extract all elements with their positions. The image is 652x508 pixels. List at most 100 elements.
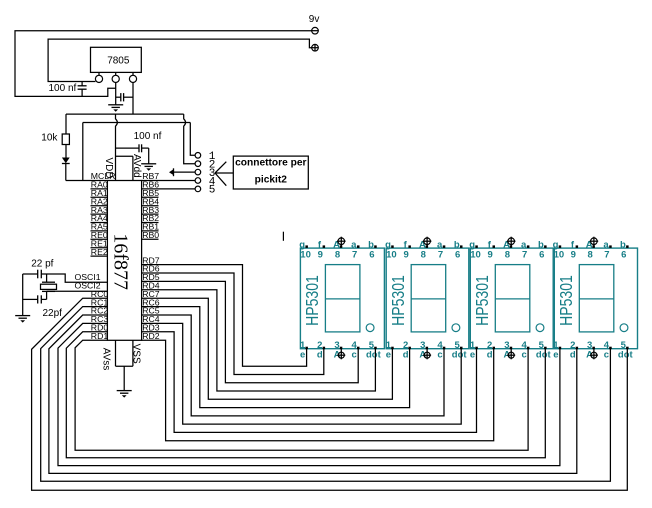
svg-text:5: 5 [209, 185, 216, 197]
svg-text:RC5: RC5 [142, 306, 160, 316]
svg-text:d: d [570, 350, 576, 361]
svg-text:A: A [333, 239, 340, 250]
svg-text:5: 5 [621, 340, 627, 351]
svg-text:HP5301: HP5301 [303, 275, 323, 326]
svg-text:g: g [553, 239, 559, 250]
svg-text:8: 8 [505, 250, 510, 261]
svg-text:9: 9 [403, 250, 408, 261]
svg-text:7: 7 [604, 250, 609, 261]
svg-text:4: 4 [437, 340, 443, 351]
svg-text:RD5: RD5 [142, 272, 160, 282]
svg-text:RD1: RD1 [91, 331, 109, 341]
svg-text:7: 7 [352, 250, 357, 261]
svg-text:c: c [437, 350, 442, 361]
svg-text:RA0: RA0 [91, 180, 108, 190]
svg-text:HP5301: HP5301 [472, 275, 492, 326]
svg-text:1: 1 [470, 340, 476, 351]
svg-text:d: d [317, 350, 323, 361]
svg-text:4: 4 [604, 340, 610, 351]
svg-text:8: 8 [335, 250, 340, 261]
svg-text:RA5: RA5 [91, 222, 108, 232]
svg-text:RD7: RD7 [142, 255, 160, 265]
svg-text:2: 2 [570, 340, 575, 351]
svg-text:1: 1 [386, 340, 392, 351]
svg-text:AVdd: AVdd [131, 154, 142, 178]
svg-text:5: 5 [455, 340, 461, 351]
svg-text:RB4: RB4 [142, 196, 159, 206]
svg-text:a: a [603, 239, 609, 250]
svg-text:6: 6 [621, 250, 626, 261]
svg-text:22pf: 22pf [43, 308, 63, 319]
svg-text:A: A [334, 350, 341, 361]
svg-text:RA3: RA3 [91, 205, 108, 215]
svg-text:5: 5 [369, 340, 375, 351]
svg-text:2: 2 [317, 340, 322, 351]
svg-text:MCLR: MCLR [91, 171, 116, 181]
svg-text:1: 1 [300, 340, 306, 351]
svg-text:b: b [620, 239, 626, 250]
svg-text:e: e [386, 350, 391, 361]
svg-text:d: d [403, 350, 409, 361]
svg-text:3: 3 [209, 168, 216, 180]
svg-text:dot: dot [618, 350, 634, 361]
svg-text:a: a [437, 239, 443, 250]
svg-text:9: 9 [318, 250, 323, 261]
svg-text:RE0: RE0 [91, 230, 108, 240]
svg-text:A: A [586, 239, 593, 250]
svg-text:RC7: RC7 [142, 289, 160, 299]
svg-text:7: 7 [522, 250, 527, 261]
svg-text:HP5301: HP5301 [556, 275, 576, 326]
svg-text:2: 2 [487, 340, 492, 351]
svg-text:RD3: RD3 [142, 323, 160, 333]
svg-text:A: A [503, 350, 510, 361]
svg-text:RB3: RB3 [142, 205, 159, 215]
svg-text:RD2: RD2 [142, 331, 160, 341]
svg-text:c: c [604, 350, 609, 361]
svg-text:d: d [487, 350, 493, 361]
svg-text:a: a [351, 239, 357, 250]
svg-text:RB7: RB7 [142, 171, 159, 181]
svg-text:10: 10 [554, 250, 565, 261]
svg-text:16f877: 16f877 [110, 233, 132, 290]
svg-text:4: 4 [209, 176, 216, 188]
svg-text:9: 9 [488, 250, 493, 261]
svg-text:A: A [419, 350, 426, 361]
svg-text:a: a [521, 239, 527, 250]
svg-text:AVss: AVss [101, 348, 112, 371]
svg-text:3: 3 [504, 340, 509, 351]
svg-text:A: A [586, 350, 593, 361]
svg-text:e: e [300, 350, 305, 361]
svg-text:RD6: RD6 [142, 264, 160, 274]
svg-text:f: f [488, 239, 492, 250]
svg-text:b: b [454, 239, 460, 250]
svg-text:10: 10 [470, 250, 481, 261]
svg-text:VSS: VSS [131, 344, 142, 364]
svg-text:pickit2: pickit2 [255, 174, 288, 185]
svg-text:g: g [469, 239, 475, 250]
svg-text:connettore per: connettore per [235, 158, 306, 169]
svg-text:f: f [571, 239, 575, 250]
svg-text:A: A [503, 239, 510, 250]
svg-text:RC4: RC4 [142, 314, 160, 324]
svg-text:RB5: RB5 [142, 188, 159, 198]
svg-text:RA1: RA1 [91, 188, 108, 198]
svg-text:RD0: RD0 [91, 323, 109, 333]
svg-text:9v: 9v [309, 14, 320, 25]
svg-text:10: 10 [300, 250, 311, 261]
svg-text:RC1: RC1 [91, 297, 109, 307]
svg-text:2: 2 [403, 340, 408, 351]
svg-text:RB2: RB2 [142, 213, 159, 223]
svg-text:dot: dot [536, 350, 552, 361]
svg-text:8: 8 [587, 250, 592, 261]
svg-text:b: b [368, 239, 374, 250]
svg-text:1: 1 [209, 151, 216, 163]
svg-text:9: 9 [571, 250, 576, 261]
svg-text:6: 6 [539, 250, 544, 261]
svg-text:RB0: RB0 [142, 230, 159, 240]
svg-text:b: b [538, 239, 544, 250]
svg-text:100 nf: 100 nf [49, 83, 77, 94]
svg-text:3: 3 [420, 340, 425, 351]
svg-text:RB1: RB1 [142, 222, 159, 232]
svg-text:3: 3 [587, 340, 592, 351]
svg-text:c: c [521, 350, 526, 361]
